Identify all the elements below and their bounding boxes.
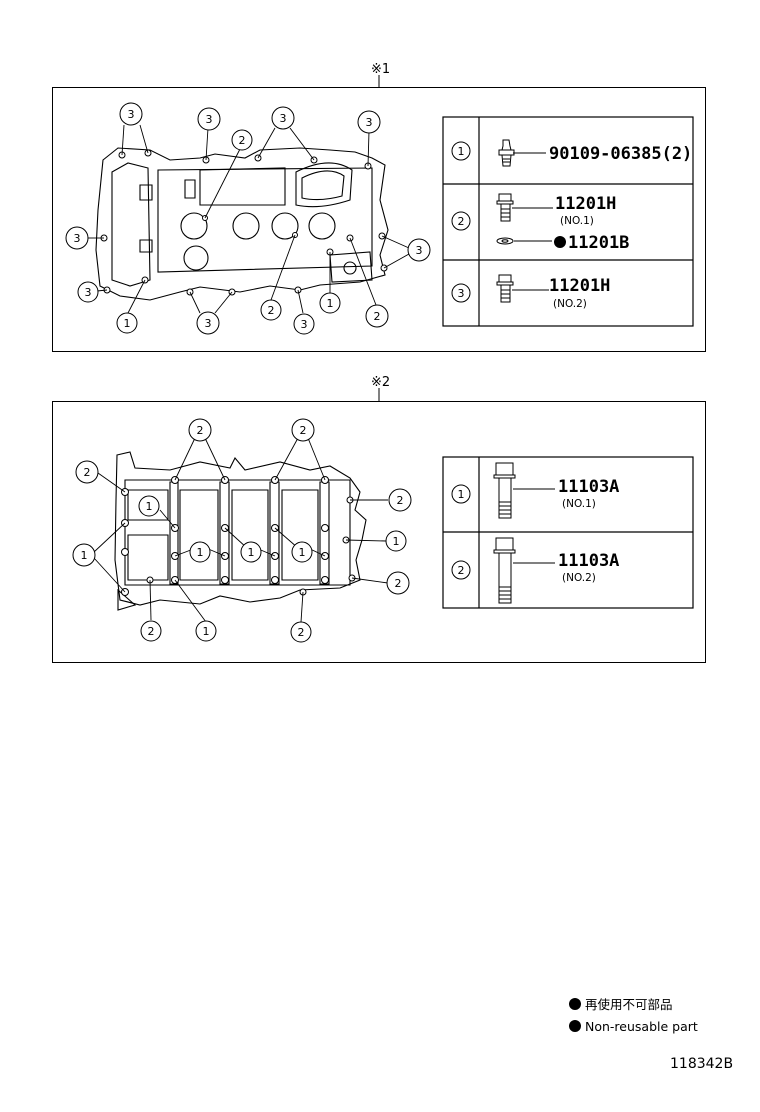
bolt-holes	[100, 149, 388, 296]
table2-row2-sub: (NO.2)	[562, 572, 596, 584]
section1-callout-labels: 3 3 2 3 3 3 3 1 3 2 3 1 2 3	[74, 108, 423, 331]
callout-label: 3	[301, 318, 308, 331]
callout-label: 1	[203, 625, 210, 638]
section1-callouts	[65, 102, 431, 335]
section2-parts-table	[442, 456, 694, 609]
callout-label: 2	[268, 304, 275, 317]
section2-mark: ※2	[371, 375, 391, 390]
callout-label: 3	[205, 317, 212, 330]
section2-frame	[52, 401, 706, 663]
section1-diagram: 3 3 2 3 3 3 3 1 3 2 3 1 2 3 1 2 3	[65, 75, 694, 335]
legend-text-en: Non-reusable part	[585, 1019, 698, 1034]
document-number: 118342B	[670, 1056, 734, 1072]
table1-row3-part: 11201H	[549, 276, 610, 296]
table1-row2-part2: 11201B	[568, 233, 629, 253]
section1-row-index-circles	[451, 141, 471, 303]
legend-text-jp: 再使用不可部品	[585, 997, 673, 1012]
callout-label: 1	[197, 546, 204, 559]
bolt-icons-table2	[493, 462, 555, 604]
callout-label: 2	[395, 577, 402, 590]
callout-label: 1	[124, 317, 131, 330]
nonreusable-dot	[554, 236, 566, 248]
dot-icon	[569, 1020, 581, 1032]
callout-label: 2	[84, 466, 91, 479]
callout-label: 2	[239, 134, 246, 147]
callout-label: 2	[148, 625, 155, 638]
legend: 再使用不可部品 Non-reusable part	[569, 994, 698, 1038]
table2-row2-index: 2	[458, 564, 465, 577]
callout-label: 2	[300, 424, 307, 437]
section2-callouts	[72, 418, 412, 643]
section2-callout-labels: 2 2 2 2 1 1 1 1 1 1 2 2 1 2	[81, 424, 404, 639]
table1-row2-index: 2	[458, 215, 465, 228]
leader-lines	[88, 124, 410, 314]
callout-label: 3	[85, 286, 92, 299]
callout-label: 3	[280, 112, 287, 125]
callout-label: 3	[416, 244, 423, 257]
section1-frame	[52, 87, 706, 352]
callout-label: 3	[206, 113, 213, 126]
callout-label: 1	[146, 500, 153, 513]
callout-label: 2	[298, 626, 305, 639]
legend-item-jp: 再使用不可部品	[569, 994, 698, 1016]
callout-label: 3	[366, 116, 373, 129]
legend-item-en: Non-reusable part	[569, 1016, 698, 1038]
callout-label: 2	[197, 424, 204, 437]
table2-row2-part: 11103A	[558, 551, 619, 571]
table1-row3-index: 3	[458, 287, 465, 300]
table1-row2-sub: (NO.1)	[560, 215, 594, 227]
table1-row2-part: 11201H	[555, 194, 616, 214]
callout-label: 1	[299, 546, 306, 559]
callout-label: 3	[74, 232, 81, 245]
callout-label: 1	[81, 549, 88, 562]
callout-label: 1	[248, 546, 255, 559]
callout-label: 2	[397, 494, 404, 507]
callout-label: 1	[327, 297, 334, 310]
table1-row1-part: 90109-06385(2)	[549, 144, 692, 164]
callout-label: 1	[393, 535, 400, 548]
bolt-icons-table1	[496, 139, 553, 303]
section1-mark: ※1	[371, 62, 391, 77]
table2-row1-index: 1	[458, 488, 465, 501]
cylinder-head-cover-drawing	[95, 147, 389, 301]
table1-row1-index: 1	[458, 145, 465, 158]
table2-row1-part: 11103A	[558, 477, 619, 497]
callout-label: 3	[128, 108, 135, 121]
camshaft-housing-drawing	[114, 451, 367, 611]
dot-icon	[569, 998, 581, 1010]
table2-row1-sub: (NO.1)	[562, 498, 596, 510]
callout-label: 2	[374, 310, 381, 323]
section2-diagram: 2 2 2 2 1 1 1 1 1 1 2 2 1 2 1 2 11103	[72, 388, 694, 643]
section1-parts-table	[442, 116, 694, 327]
table1-row3-sub: (NO.2)	[553, 298, 587, 310]
section2-row-index-circles	[451, 484, 471, 580]
